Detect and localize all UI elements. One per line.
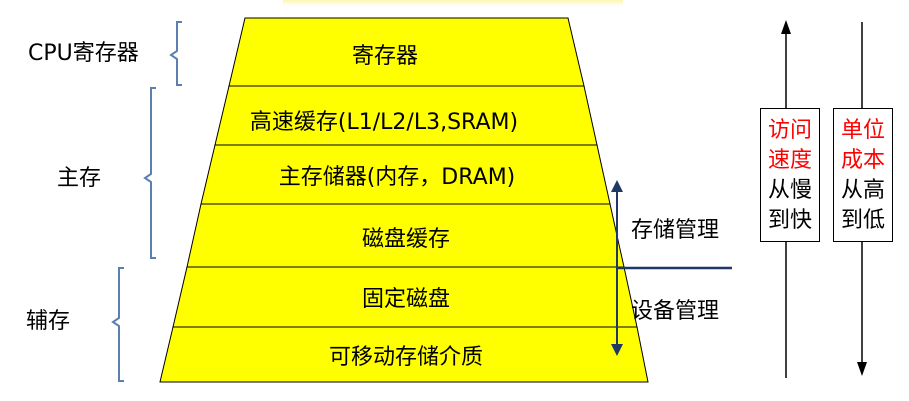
cpu-bracket bbox=[169, 21, 182, 86]
layer-label-main-memory: 主存储器(内存，DRAM) bbox=[278, 165, 516, 190]
storage-management-label: 存储管理 bbox=[631, 218, 720, 243]
cost-box-line-2: 成本 bbox=[840, 148, 885, 173]
auxiliary-storage-label: 辅存 bbox=[26, 309, 71, 334]
speed-box-line-2: 速度 bbox=[767, 148, 812, 173]
layer-label-cache: 高速缓存(L1/L2/L3,SRAM) bbox=[249, 110, 519, 135]
layer-label-disk-cache: 磁盘缓存 bbox=[361, 227, 451, 252]
auxiliary-bracket bbox=[111, 267, 124, 382]
layer-label-register: 寄存器 bbox=[351, 44, 419, 69]
layer-removable-media bbox=[159, 326, 649, 383]
speed-box-line-1: 访问 bbox=[767, 118, 812, 143]
access-speed-box: 访问 速度 从慢 到快 bbox=[760, 108, 820, 242]
cost-box-line-3: 从高 bbox=[840, 178, 885, 203]
cost-arrow-head bbox=[857, 362, 867, 376]
top-accent-bar bbox=[283, 0, 623, 6]
management-arrow-up bbox=[611, 180, 623, 192]
device-management-label: 设备管理 bbox=[631, 299, 720, 324]
unit-cost-box: 单位 成本 从高 到低 bbox=[833, 108, 893, 242]
speed-arrow-head bbox=[781, 20, 791, 34]
cost-box-line-4: 到低 bbox=[840, 208, 885, 233]
management-arrow-down bbox=[611, 344, 623, 356]
cpu-register-label: CPU寄存器 bbox=[28, 41, 139, 66]
layer-label-removable-media: 可移动存储介质 bbox=[328, 345, 484, 370]
main-memory-label: 主存 bbox=[57, 166, 102, 191]
layer-label-fixed-disk: 固定磁盘 bbox=[361, 287, 451, 312]
speed-box-line-3: 从慢 bbox=[767, 178, 812, 203]
speed-box-line-4: 到快 bbox=[767, 208, 812, 233]
cost-box-line-1: 单位 bbox=[840, 118, 885, 143]
main-memory-bracket bbox=[143, 87, 156, 259]
